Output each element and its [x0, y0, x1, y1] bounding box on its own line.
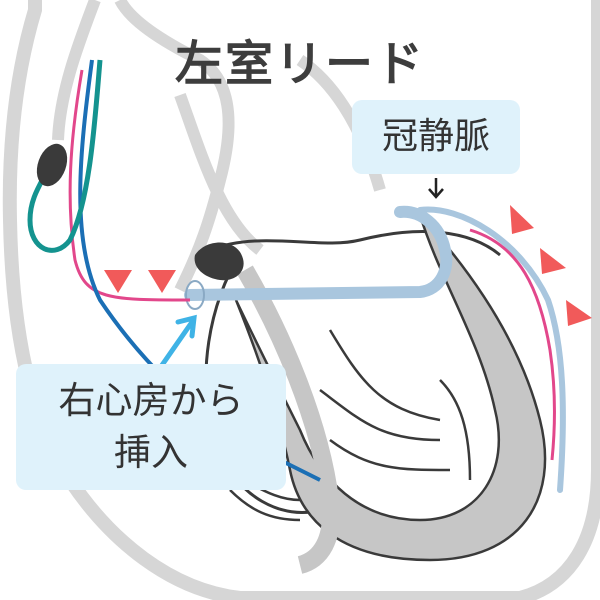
vein-opening — [185, 280, 205, 310]
red-triangle-icon — [540, 248, 566, 274]
insertion-label: 右心房から 挿入 — [16, 364, 286, 490]
heart-inner-outline — [52, 0, 235, 293]
sinus-node — [36, 143, 68, 187]
red-triangle-icon — [566, 300, 592, 326]
av-node — [194, 242, 244, 281]
red-triangle-icons — [104, 205, 592, 326]
lead-teal — [27, 59, 103, 253]
septum — [234, 214, 547, 562]
red-triangle-icon — [148, 270, 176, 293]
red-triangle-icon — [510, 205, 534, 234]
pointer-arrow-icon — [157, 314, 197, 371]
red-triangle-icon — [104, 270, 132, 293]
lead-pink — [68, 69, 556, 461]
down-arrow-icon — [428, 178, 444, 199]
inner-septum — [237, 265, 340, 574]
coronary-vein — [184, 205, 453, 301]
diagram-title: 左室リード — [174, 36, 425, 92]
insertion-label-line2: 挿入 — [114, 431, 188, 474]
coronary-vein-branch — [417, 206, 566, 493]
coronary-sinus-label: 冠静脈 — [352, 100, 520, 174]
ventricle-wall — [209, 230, 501, 257]
insertion-label-line1: 右心房から — [58, 379, 244, 422]
